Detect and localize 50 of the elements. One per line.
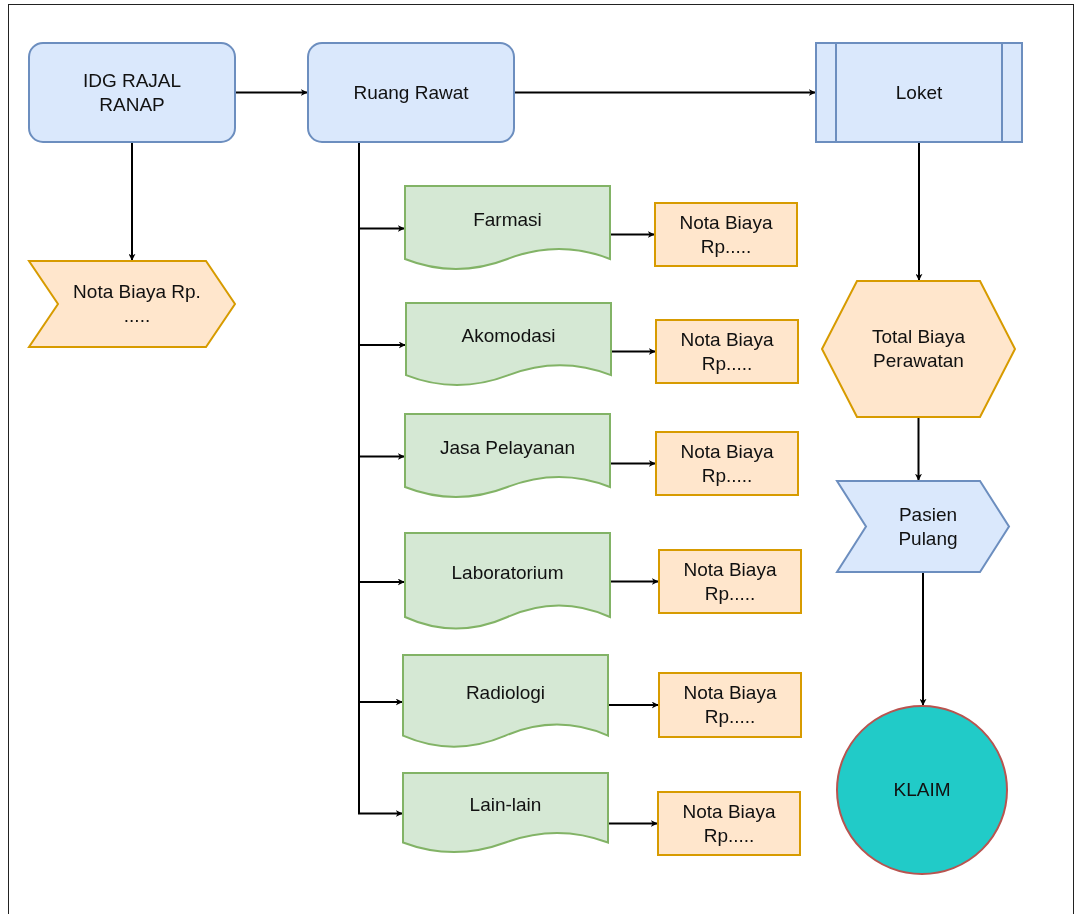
node-label: Total Biaya Perawatan [871, 325, 966, 373]
arrow [610, 578, 659, 585]
arrow [608, 820, 658, 827]
node-label: Radiologi [465, 681, 546, 705]
node-label: Farmasi [473, 207, 542, 232]
rounded-process-box [307, 42, 515, 143]
document-shape [404, 413, 611, 500]
document-shape [405, 302, 612, 388]
process-box [658, 549, 802, 614]
node-label: IDG RAJAL RANAP [81, 68, 183, 117]
node-label: Nota Biaya Rp. ..... [72, 280, 202, 328]
process-box [654, 202, 798, 267]
node-label: Nota Biaya Rp..... [682, 557, 778, 606]
arrow [235, 89, 308, 96]
node-label: Lain-lain [469, 792, 542, 817]
node-label: Pasien Pulang [897, 502, 959, 551]
node-label: Nota Biaya Rp..... [682, 681, 778, 729]
process-box [657, 791, 801, 856]
node-label: Nota Biaya Rp..... [678, 210, 774, 259]
process-box [655, 431, 799, 496]
arrow [610, 231, 655, 238]
chevron-step [836, 480, 1010, 573]
arrow [915, 417, 922, 481]
arrow [514, 89, 816, 96]
chevron-step [28, 260, 236, 348]
node-label: Nota Biaya Rp..... [681, 799, 777, 848]
process-box [655, 319, 799, 384]
terminal-circle [836, 705, 1008, 875]
document-shape [402, 772, 609, 855]
node-label: Ruang Rawat [353, 80, 469, 105]
process-box [658, 672, 802, 738]
node-label: KLAIM [893, 778, 951, 802]
arrow [919, 572, 927, 706]
node-label: Loket [895, 80, 943, 105]
rounded-process-box [28, 42, 236, 143]
arrow [608, 701, 659, 709]
subprocess-box [815, 42, 1023, 143]
arrow [610, 460, 656, 467]
arrow [915, 142, 923, 281]
document-shape [402, 654, 609, 750]
node-label: Akomodasi [461, 324, 556, 348]
hexagon-shape [821, 280, 1016, 418]
document-shape [404, 532, 611, 632]
node-label: Nota Biaya Rp..... [679, 439, 775, 488]
arrow [128, 142, 136, 261]
node-label: Nota Biaya Rp..... [679, 327, 775, 376]
node-label: Laboratorium [451, 561, 564, 585]
node-label: Jasa Pelayanan [439, 435, 576, 460]
document-shape [404, 185, 611, 272]
arrow [611, 348, 656, 355]
